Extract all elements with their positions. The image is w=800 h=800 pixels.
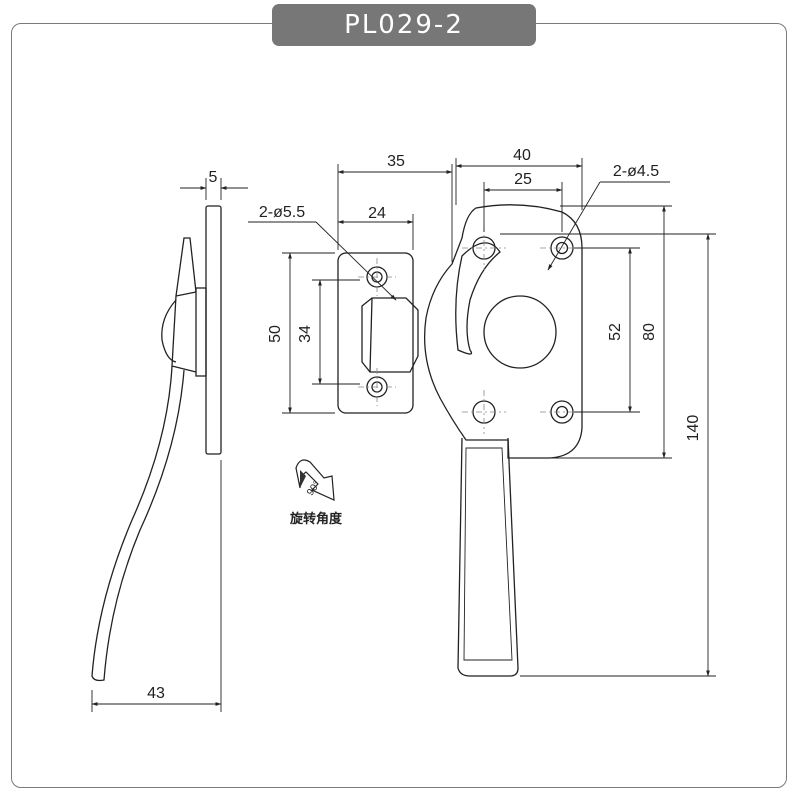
dim-keeper-height: 50 bbox=[267, 325, 284, 343]
dim-thickness: 5 bbox=[209, 169, 218, 186]
side-hub bbox=[171, 291, 197, 373]
dim-keeper-reach: 35 bbox=[387, 153, 405, 170]
left-mount-plate bbox=[337, 252, 414, 414]
hook-arm bbox=[455, 242, 501, 355]
center-lines bbox=[358, 226, 584, 434]
front-view bbox=[337, 204, 583, 677]
side-pivot-block bbox=[195, 287, 207, 377]
dim-keeper-hole-spacing: 34 bbox=[297, 325, 314, 343]
dim-keeper-width: 24 bbox=[368, 205, 386, 222]
keeper-hook bbox=[361, 297, 419, 373]
side-top-tab bbox=[175, 237, 197, 297]
side-base-plate bbox=[205, 205, 222, 455]
dim-hole-spacing-h: 25 bbox=[514, 171, 532, 188]
handle-grip bbox=[457, 437, 519, 677]
dim-hole-spacing-v: 52 bbox=[607, 323, 624, 341]
dim-body-height: 80 bbox=[641, 323, 658, 341]
dim-lever-depth: 43 bbox=[147, 685, 165, 702]
pivot-boss bbox=[483, 295, 557, 369]
dim-body-width: 40 bbox=[513, 147, 531, 164]
part-number-badge: PL029-2 bbox=[272, 4, 536, 46]
rotation-angle-value: 90° bbox=[305, 479, 323, 498]
dimension-lines bbox=[91, 158, 716, 712]
latch-body bbox=[423, 204, 583, 459]
side-boss bbox=[161, 299, 177, 363]
dim-overall-height: 140 bbox=[685, 415, 702, 442]
dim-keeper-holes: 2-ø5.5 bbox=[259, 204, 305, 221]
side-view bbox=[91, 205, 222, 682]
dim-body-holes: 2-ø4.5 bbox=[613, 163, 659, 180]
dimension-labels: 5 43 35 24 40 25 2-ø5.5 2-ø4.5 50 34 52 … bbox=[147, 147, 702, 702]
side-lever bbox=[91, 365, 185, 682]
rotation-angle-caption: 旋转角度 bbox=[289, 511, 343, 526]
rotation-angle-icon bbox=[295, 459, 335, 501]
